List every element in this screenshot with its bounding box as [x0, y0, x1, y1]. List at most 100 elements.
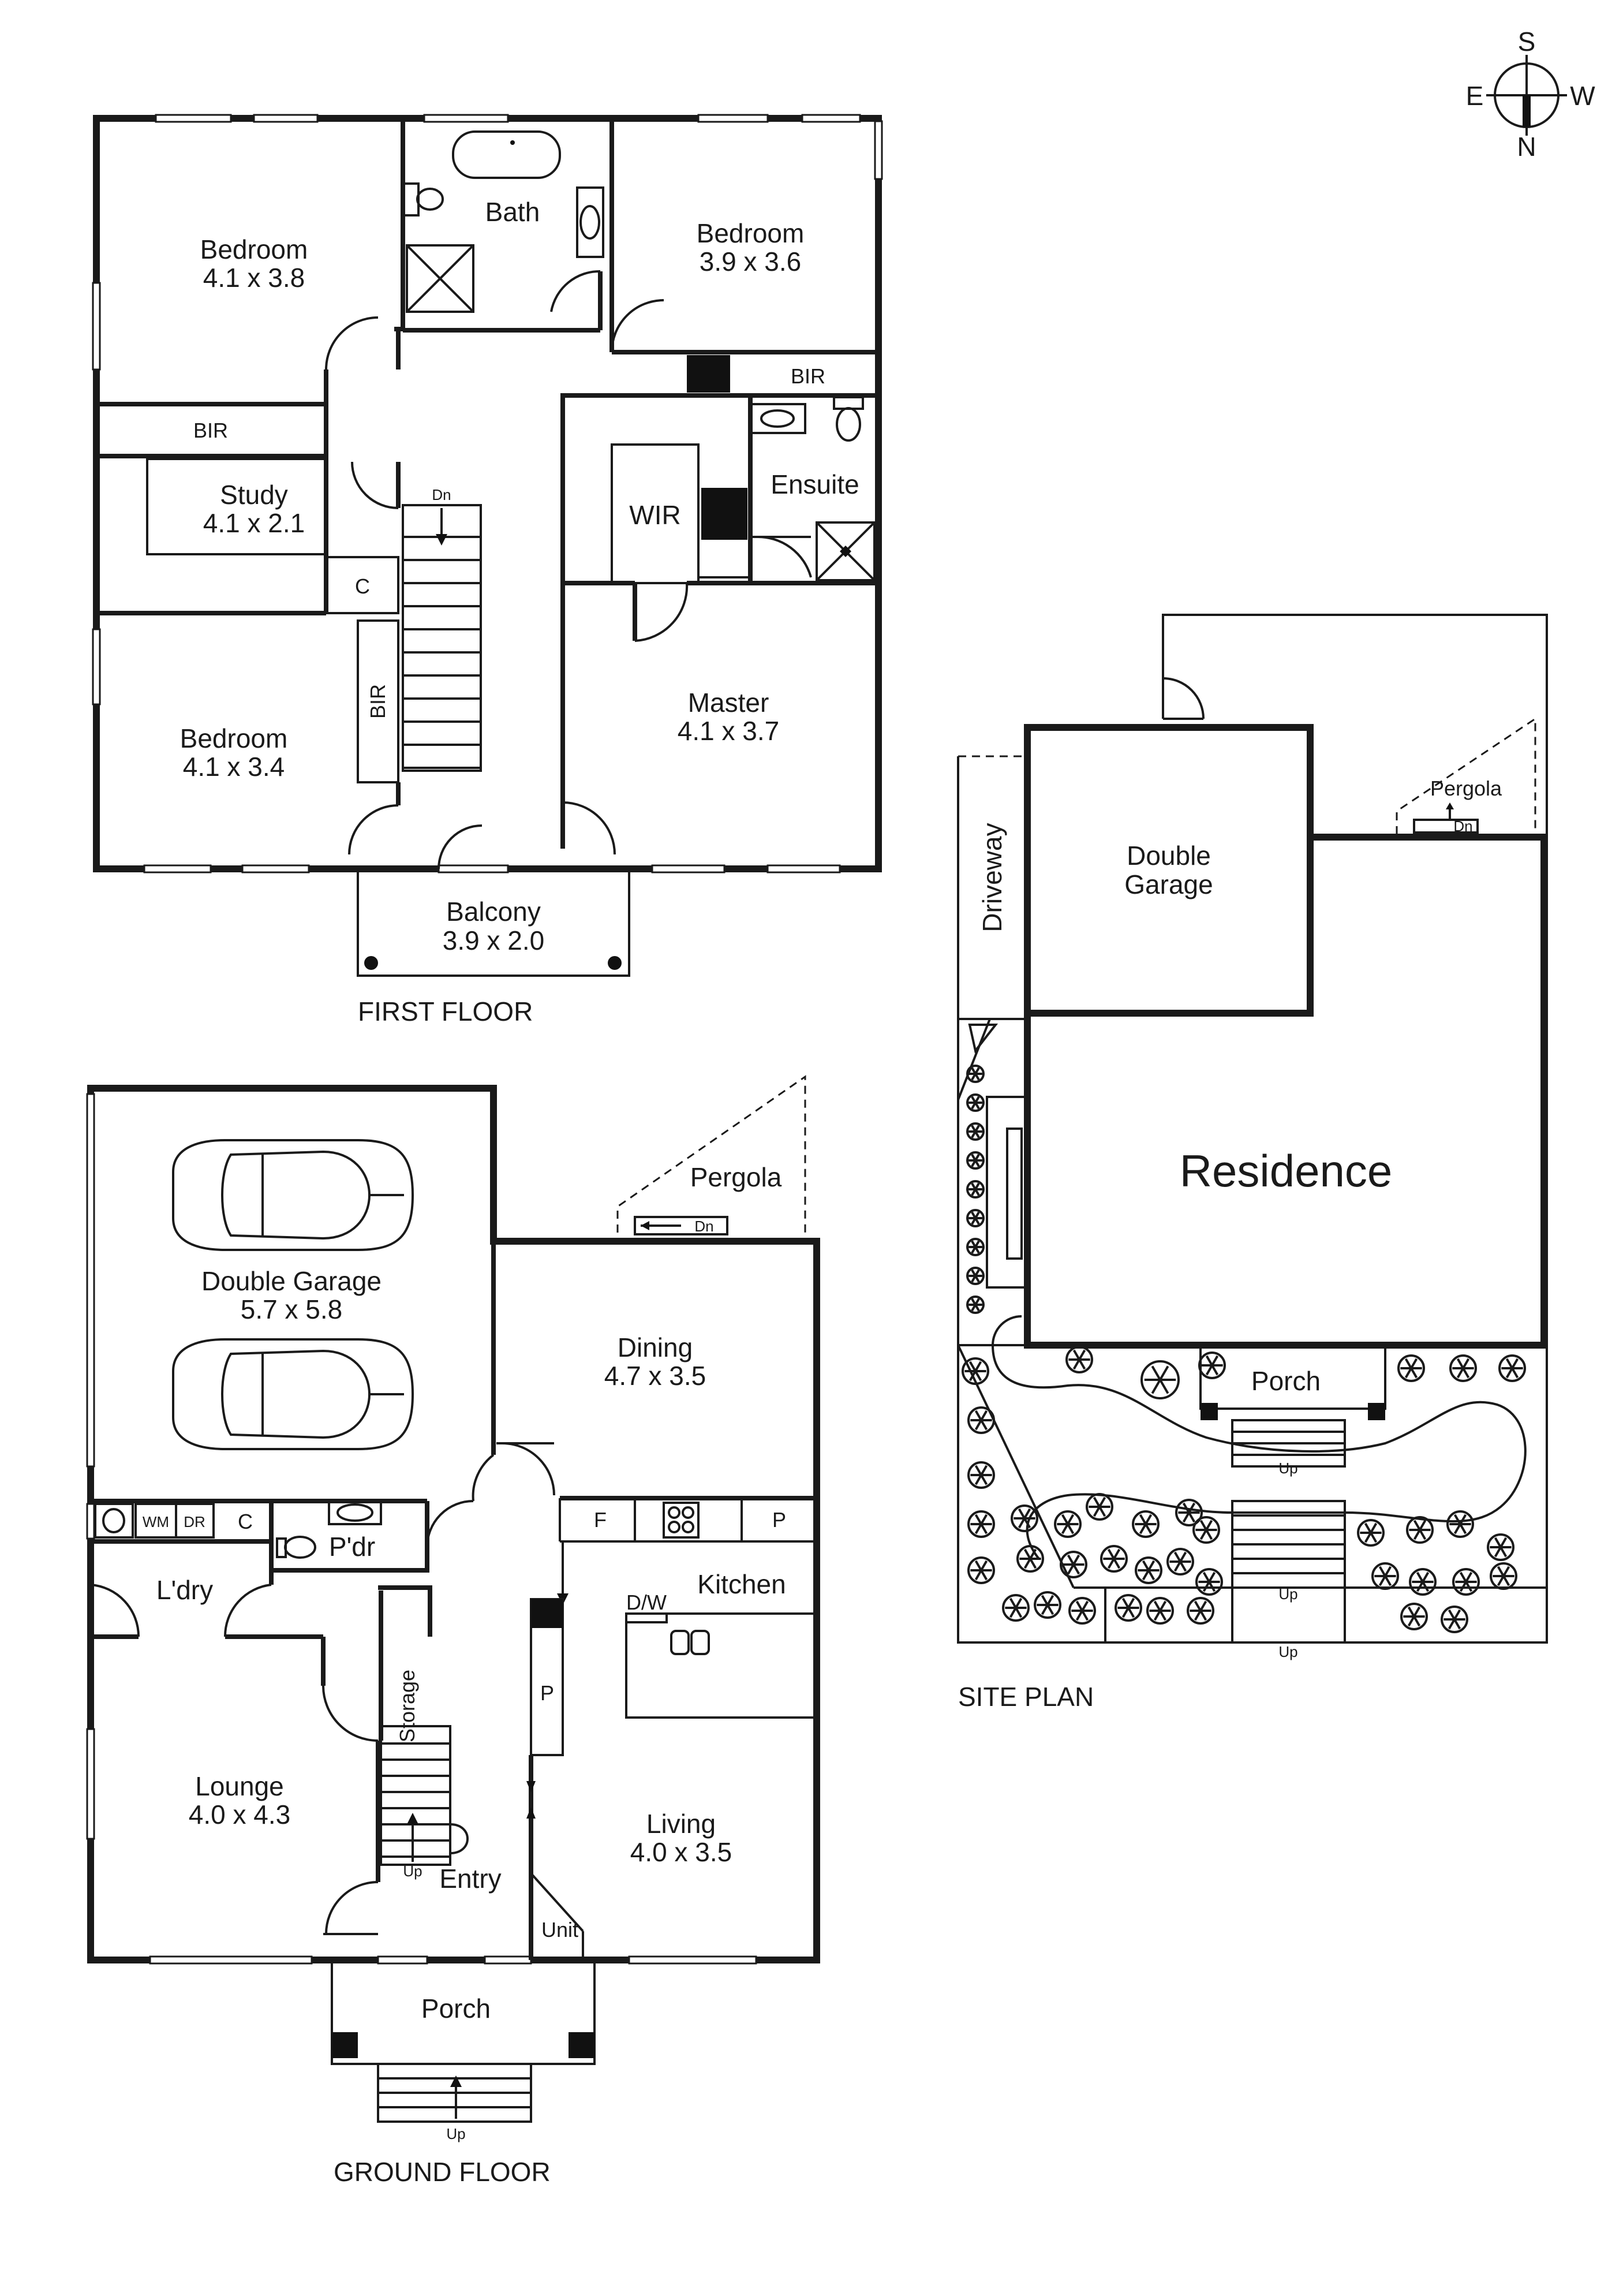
ground-floor-caption: GROUND FLOOR	[334, 2157, 551, 2187]
tree-icon	[966, 1180, 985, 1199]
tree-icon	[967, 1556, 995, 1584]
tree-icon	[1446, 1510, 1474, 1538]
compass-east: E	[1466, 81, 1484, 111]
bedroom-nw-size: 4.1 x 3.8	[203, 263, 305, 293]
garage-size: 5.7 x 5.8	[241, 1294, 342, 1324]
tree-icon	[1060, 1551, 1087, 1578]
pantry-label: P	[540, 1681, 554, 1705]
tree-icon	[1135, 1556, 1162, 1584]
tree-icon	[1487, 1533, 1514, 1561]
site-garage-line1: Double	[1127, 841, 1211, 871]
site-up-3: Up	[1278, 1643, 1297, 1660]
pantry-top-label: P	[772, 1508, 786, 1532]
fridge-label: F	[594, 1508, 607, 1532]
kitchen-label: Kitchen	[697, 1569, 786, 1599]
tree-icon	[1498, 1354, 1526, 1382]
tree-icon	[962, 1357, 989, 1385]
tree-icon	[1086, 1493, 1113, 1521]
site-up-1: Up	[1278, 1459, 1297, 1477]
tree-icon	[1452, 1568, 1480, 1596]
tree-icon	[966, 1238, 985, 1256]
site-pergola-dn-label: Dn	[1453, 817, 1472, 835]
site-pergola-label: Pergola	[1430, 776, 1502, 800]
tree-icon	[967, 1461, 995, 1489]
tree-icon	[1409, 1568, 1437, 1596]
tree-icon	[966, 1065, 985, 1083]
tree-icon	[1065, 1346, 1093, 1373]
bedroom-sw-name: Bedroom	[180, 723, 288, 753]
dr-label: DR	[184, 1513, 205, 1530]
living-size: 4.0 x 3.5	[630, 1837, 732, 1867]
tree-icon	[1054, 1510, 1082, 1538]
lounge-name: Lounge	[195, 1771, 284, 1801]
tree-icon	[966, 1122, 985, 1141]
wm-label: WM	[143, 1513, 169, 1530]
study-name: Study	[220, 480, 288, 510]
cupboard-label: C	[355, 574, 370, 598]
tree-icon	[1357, 1519, 1385, 1547]
car-icon	[172, 1338, 414, 1450]
site-up-2: Up	[1278, 1585, 1297, 1603]
storage-label: Storage	[395, 1670, 419, 1742]
tree-icon	[1011, 1504, 1038, 1532]
bir-west-label: BIR	[193, 419, 228, 442]
tree-icon	[966, 1267, 985, 1285]
site-garage-line2: Garage	[1124, 869, 1213, 899]
tree-icon	[1192, 1516, 1220, 1544]
tree-icon	[1371, 1562, 1399, 1590]
tree-icon	[1406, 1516, 1434, 1544]
tree-icon	[1400, 1603, 1428, 1630]
stair-up-label: Up	[403, 1862, 422, 1880]
compass-north: N	[1517, 132, 1536, 162]
first-floor-plan: Bath Bedroom 4.1 x 3.8 BIR C Study 4.1 x…	[92, 114, 883, 1026]
compass-south: S	[1518, 27, 1536, 57]
tree-icon	[1175, 1499, 1203, 1526]
tree-icon	[1449, 1354, 1477, 1382]
porch-label: Porch	[421, 1993, 491, 2024]
tree-icon	[966, 1209, 985, 1227]
tree-icon	[1034, 1591, 1061, 1619]
tree-icon	[1195, 1568, 1223, 1596]
living-name: Living	[646, 1809, 716, 1839]
lounge-size: 4.0 x 4.3	[189, 1800, 290, 1830]
dining-size: 4.7 x 3.5	[604, 1361, 706, 1391]
dining-name: Dining	[618, 1332, 693, 1362]
tree-icon	[1016, 1545, 1044, 1573]
dw-label: D/W	[626, 1591, 667, 1614]
tree-icon	[1187, 1597, 1214, 1625]
tree-icon	[966, 1296, 985, 1314]
garden-trees	[962, 1065, 1526, 1633]
tree-icon	[1441, 1606, 1468, 1633]
tree-icon	[966, 1151, 985, 1170]
bedroom-ne-name: Bedroom	[697, 218, 805, 248]
master-name: Master	[688, 688, 769, 718]
tree-icon	[967, 1406, 995, 1434]
pergola-dn-label: Dn	[694, 1218, 713, 1235]
wir-label: WIR	[629, 500, 680, 530]
porch-up-label: Up	[446, 2125, 465, 2142]
tree-icon	[1115, 1594, 1142, 1622]
compass-west: W	[1570, 81, 1595, 111]
tree-icon	[1397, 1354, 1425, 1382]
tree-icon	[1490, 1562, 1517, 1590]
bir-ne-label: BIR	[791, 364, 825, 388]
compass-rose: S E W N	[1466, 27, 1596, 162]
tree-icon	[1100, 1545, 1128, 1573]
tree-icon	[1068, 1597, 1096, 1625]
tree-icon	[967, 1510, 995, 1538]
c-label: C	[238, 1510, 253, 1533]
tree-icon	[1002, 1594, 1030, 1622]
tree-icon	[1146, 1597, 1174, 1625]
tree-icon	[1198, 1352, 1226, 1379]
bedroom-ne-size: 3.9 x 3.6	[700, 247, 801, 277]
site-porch-label: Porch	[1251, 1366, 1321, 1396]
entry-label: Entry	[439, 1864, 501, 1894]
pergola-label: Pergola	[690, 1162, 782, 1192]
garage-name: Double Garage	[201, 1266, 382, 1296]
tree-icon	[966, 1093, 985, 1112]
bath-label: Bath	[485, 197, 540, 227]
balcony-name: Balcony	[446, 897, 541, 927]
ensuite-label: Ensuite	[771, 469, 859, 499]
residence-label: Residence	[1180, 1145, 1393, 1196]
